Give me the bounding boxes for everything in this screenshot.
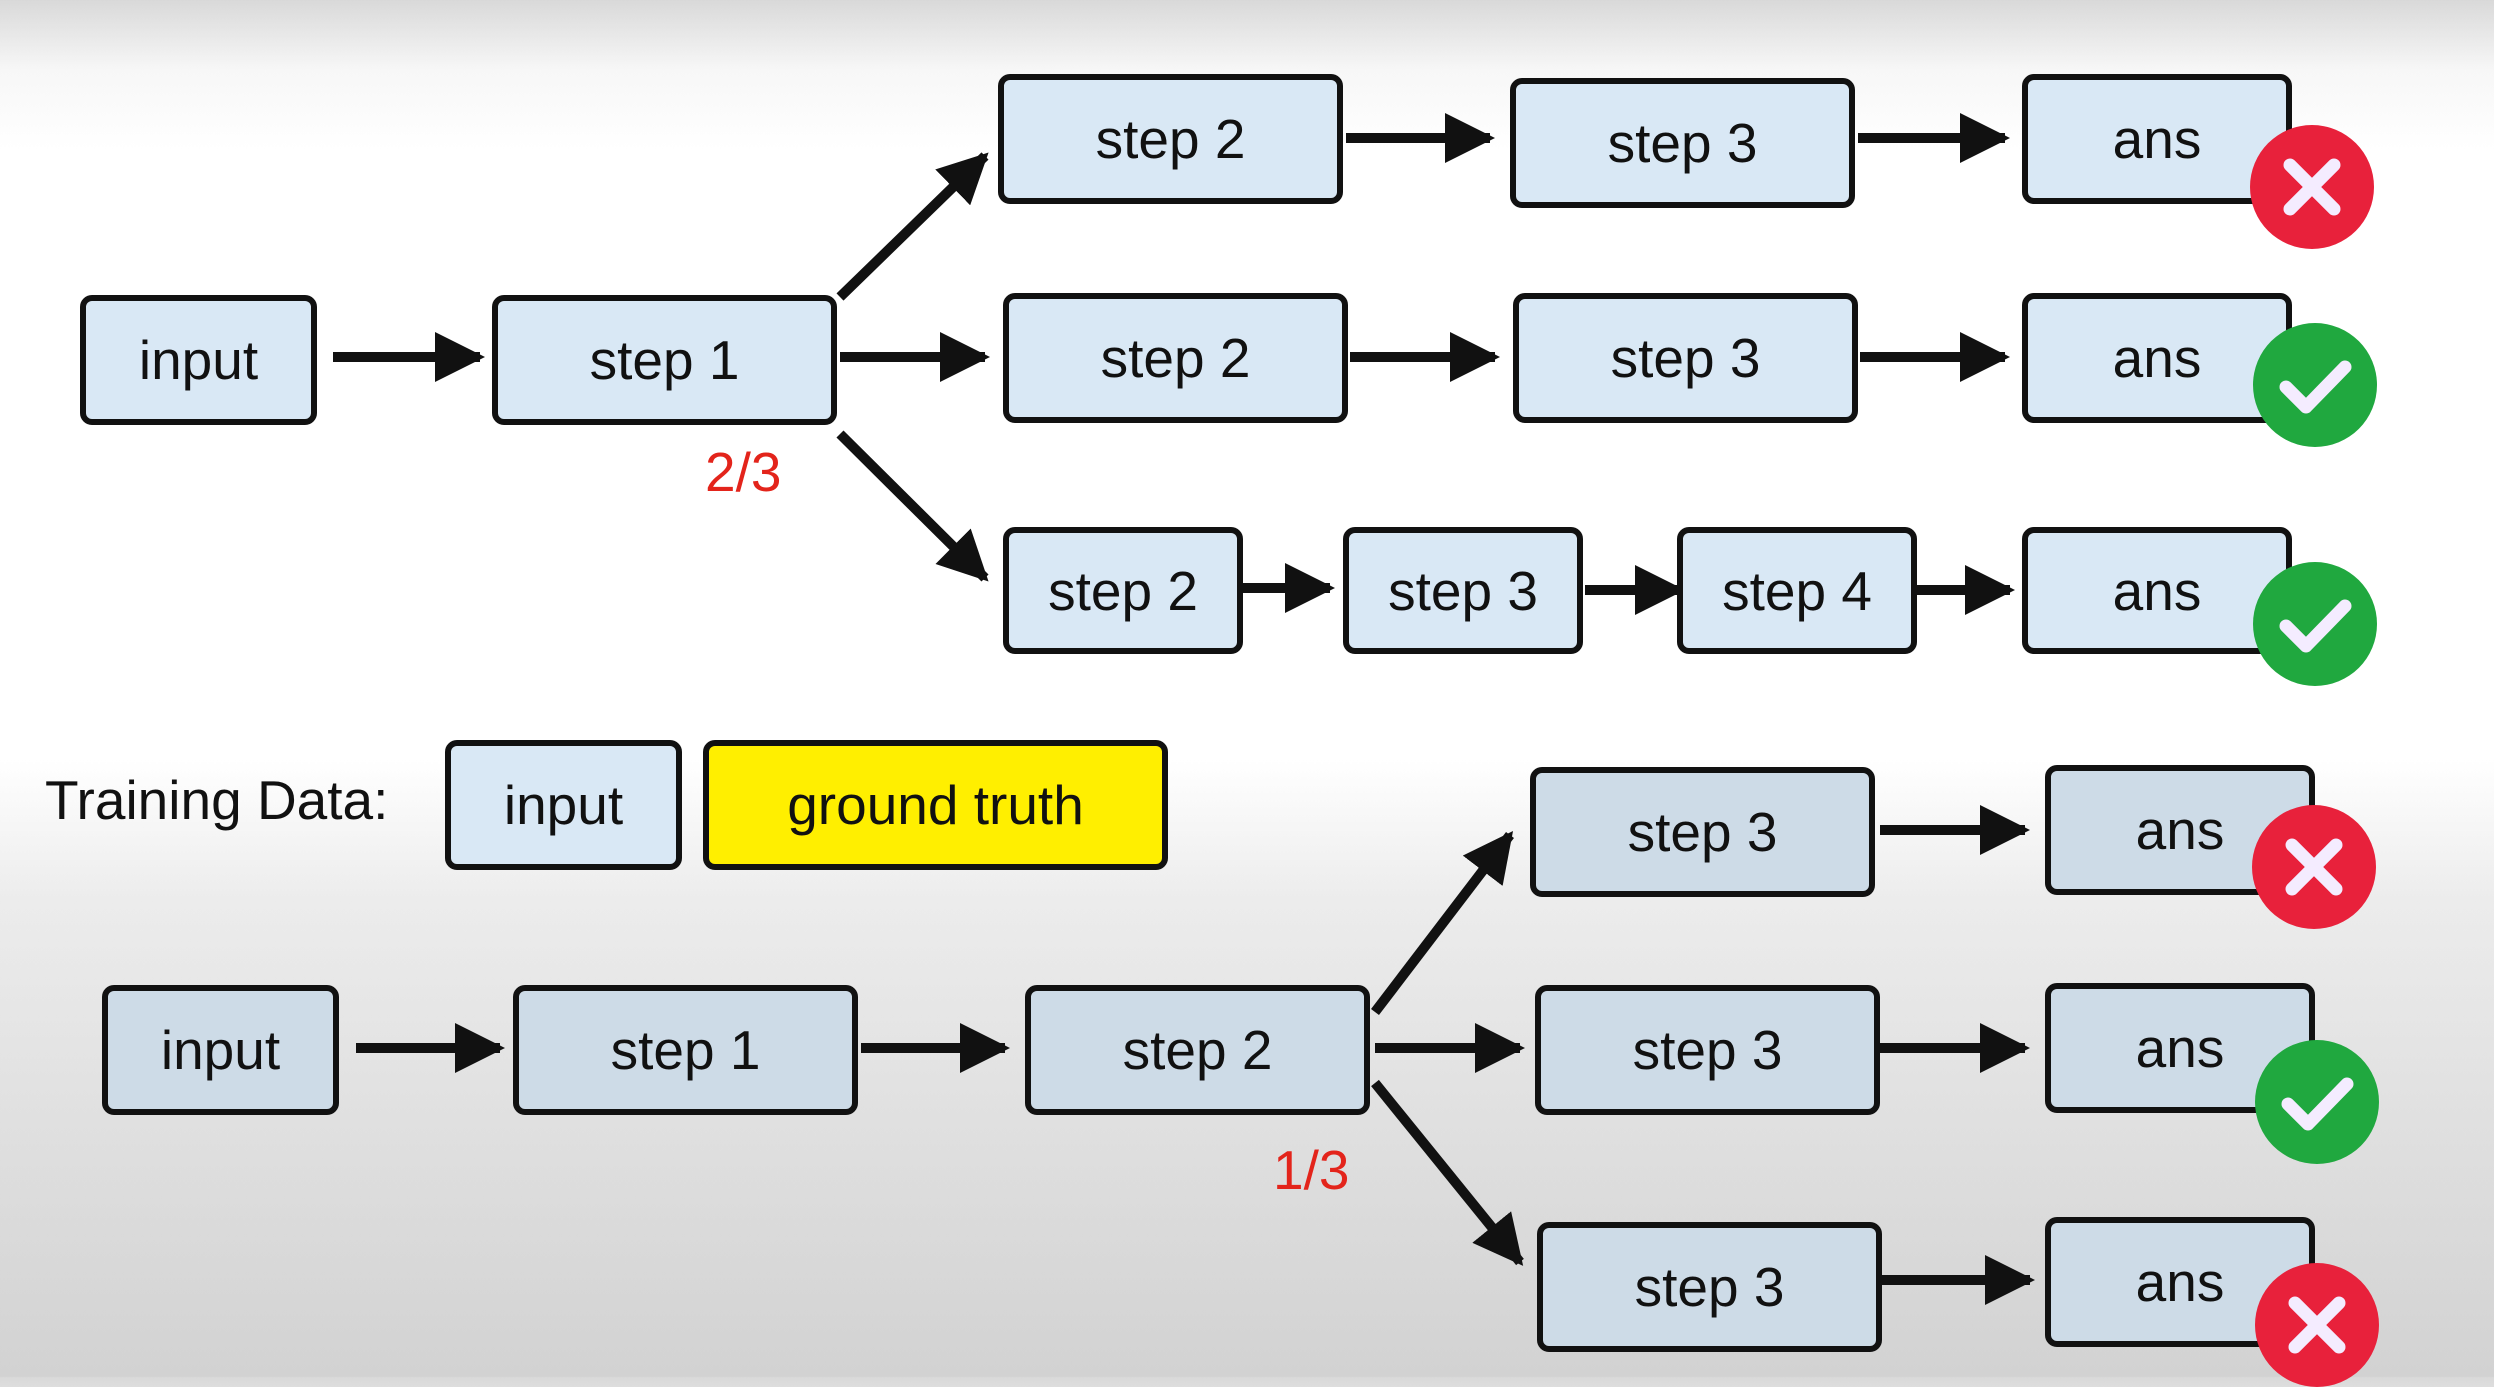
top-b-step2-label: step 2 xyxy=(1100,327,1251,389)
top-c-step4-node: step 4 xyxy=(1677,527,1917,654)
check-mark-icon xyxy=(2253,562,2377,686)
top-c-answer-node: ans xyxy=(2022,527,2292,654)
top-b-answer-label: ans xyxy=(2112,327,2202,389)
training-input-node: input xyxy=(445,740,682,870)
bottom-c-answer-label: ans xyxy=(2135,1251,2225,1313)
top-a-step2-label: step 2 xyxy=(1095,108,1246,170)
top-c-answer-label: ans xyxy=(2112,559,2202,622)
bottom-a-step3-node: step 3 xyxy=(1530,767,1875,897)
x-mark-icon xyxy=(2250,125,2374,249)
top-c-step3-label: step 3 xyxy=(1388,559,1538,622)
top-step1-node: step 1 xyxy=(492,295,837,425)
arrow xyxy=(836,152,989,301)
top-a-answer-node: ans xyxy=(2022,74,2292,204)
x-mark-icon xyxy=(2252,805,2376,929)
top-a-step3-label: step 3 xyxy=(1607,112,1758,174)
top-fraction: 2/3 xyxy=(705,441,782,503)
bottom-a-step3-label: step 3 xyxy=(1627,801,1778,863)
top-c-step2-node: step 2 xyxy=(1003,527,1243,654)
bottom-fraction: 1/3 xyxy=(1273,1139,1350,1201)
bottom-step2-node: step 2 xyxy=(1025,985,1370,1115)
arrow xyxy=(836,430,989,582)
arrow xyxy=(1371,831,1514,1016)
check-mark-icon xyxy=(2255,1040,2379,1164)
bottom-a-answer-label: ans xyxy=(2135,799,2225,861)
arrow xyxy=(1371,1079,1524,1266)
bottom-b-step3-label: step 3 xyxy=(1632,1019,1783,1081)
bottom-step1-node: step 1 xyxy=(513,985,858,1115)
bottom-c-step3-label: step 3 xyxy=(1634,1256,1785,1318)
ground-truth-label: ground truth xyxy=(787,774,1084,836)
top-c-step3-node: step 3 xyxy=(1343,527,1583,654)
bottom-step2-label: step 2 xyxy=(1122,1019,1273,1081)
x-mark-icon xyxy=(2255,1263,2379,1387)
top-c-step2-label: step 2 xyxy=(1048,559,1198,622)
top-a-step3-node: step 3 xyxy=(1510,78,1855,208)
top-step1-label: step 1 xyxy=(589,329,740,391)
bottom-input-label: input xyxy=(160,1019,281,1081)
ground-truth-node: ground truth xyxy=(703,740,1168,870)
top-b-step3-node: step 3 xyxy=(1513,293,1858,423)
training-input-label: input xyxy=(503,774,624,836)
training-data-label: Training Data: xyxy=(45,769,389,831)
bottom-step1-label: step 1 xyxy=(610,1019,761,1081)
check-mark-icon xyxy=(2253,323,2377,447)
top-a-answer-label: ans xyxy=(2112,108,2202,170)
top-b-answer-node: ans xyxy=(2022,293,2292,423)
top-b-step2-node: step 2 xyxy=(1003,293,1348,423)
top-c-step4-label: step 4 xyxy=(1722,559,1872,622)
top-a-step2-node: step 2 xyxy=(998,74,1343,204)
top-b-step3-label: step 3 xyxy=(1610,327,1761,389)
bottom-b-step3-node: step 3 xyxy=(1535,985,1880,1115)
bottom-c-step3-node: step 3 xyxy=(1537,1222,1882,1352)
top-input-label: input xyxy=(138,329,259,391)
bottom-b-answer-label: ans xyxy=(2135,1017,2225,1079)
bottom-input-node: input xyxy=(102,985,339,1115)
top-input-node: input xyxy=(80,295,317,425)
